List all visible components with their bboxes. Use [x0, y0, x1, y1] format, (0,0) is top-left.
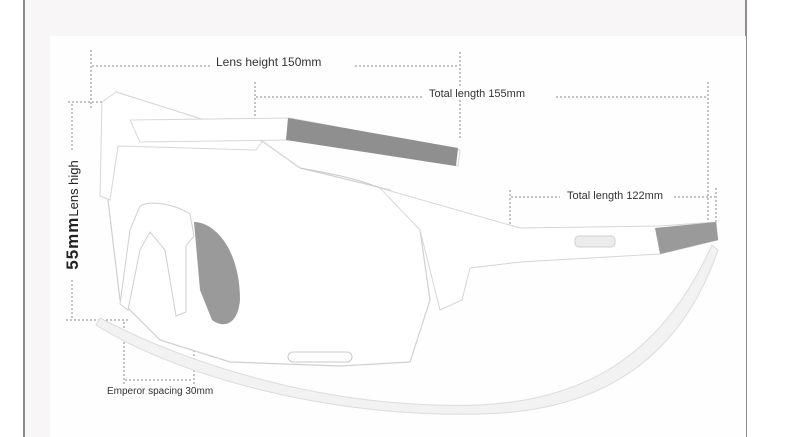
near-temple-arm [129, 117, 461, 167]
total-length-122-label: Total length 122mm [564, 190, 666, 202]
emperor-spacing-label: Emperor spacing 30mm [107, 386, 214, 397]
near-temple-grip [286, 118, 458, 166]
right-frame [378, 187, 719, 311]
lens-high-value: 55mm [63, 216, 82, 270]
far-temple-grip [655, 222, 718, 254]
lens-high-text: Lens high [66, 160, 81, 217]
frame-vent-right [574, 235, 616, 248]
lens-height-label: Lens height 150mm [213, 55, 325, 69]
far-temple-arm [95, 244, 719, 415]
total-length-155-label: Total length 155mm [426, 88, 528, 100]
nose-pad [194, 222, 240, 325]
dimension-lines [66, 50, 717, 385]
nose-bridge [119, 202, 195, 317]
lens-vent-slot [287, 351, 353, 363]
top-frame [99, 91, 263, 201]
lens-high-label: 55mmLens high [60, 150, 86, 280]
